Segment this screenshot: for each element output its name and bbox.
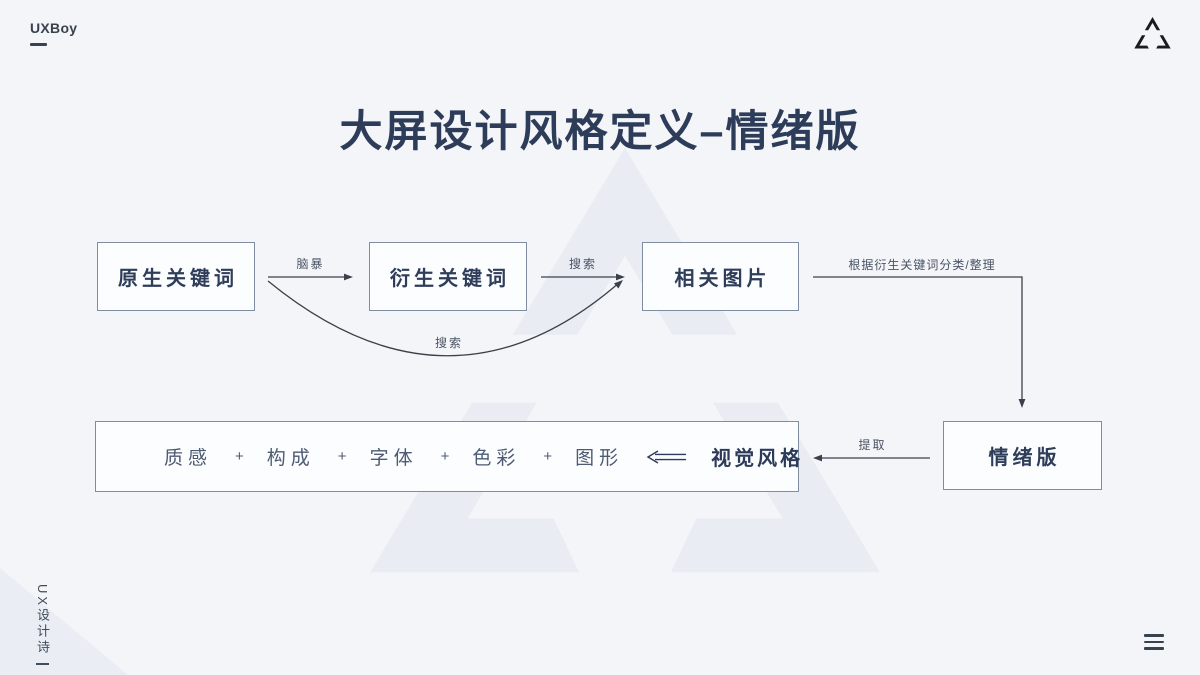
node-label: 衍生关键词 [390,268,510,290]
hamburger-menu-icon[interactable] [1144,634,1164,650]
edge-label-classify: 根据衍生关键词分类/整理 [848,258,996,272]
vertical-brand-dash [36,663,49,666]
edge-label-extract: 提取 [858,438,887,452]
plus-sign: + [337,448,347,465]
style-item-graphic: 图形 [575,448,624,469]
brand-top-left: UXBoy [30,20,77,46]
node-original-keywords: 原生关键词 [97,242,255,311]
arrow-classify-route [813,276,1023,400]
node-label: 相关图片 [674,268,771,290]
style-item-texture: 质感 [164,448,213,469]
plus-sign: + [235,448,244,465]
node-related-images: 相关图片 [642,242,799,311]
edge-label-brainstorm: 脑暴 [296,257,325,271]
brand-dash [30,43,47,46]
node-derived-keywords: 衍生关键词 [369,242,527,311]
watermark-corner-triangle [0,568,128,675]
long-left-double-arrow-icon [646,449,687,464]
node-label: 原生关键词 [118,268,238,290]
visual-style-label: 视觉风格 [711,448,804,470]
plus-sign: + [440,448,450,465]
plus-sign: + [543,448,553,465]
vertical-brand-text: UX设计诗 [35,584,50,657]
node-moodboard: 情绪版 [943,421,1102,490]
visual-style-equation-box: 质感 + 构成 + 字体 + 色彩 + 图形 视觉风格 [95,421,800,492]
page-title: 大屏设计风格定义–情绪版 [339,107,861,156]
style-item-color: 色彩 [472,448,521,469]
brand-name: UXBoy [30,20,78,36]
arrow-search-curve [267,280,621,357]
triangle-logo-icon [1134,17,1171,49]
brand-bottom-left: UX设计诗 [33,584,52,666]
edge-label-search-curve: 搜索 [434,336,463,350]
style-item-composition: 构成 [266,448,315,469]
edge-label-search: 搜索 [568,257,597,271]
node-label: 情绪版 [988,447,1061,469]
style-item-typography: 字体 [369,448,418,469]
